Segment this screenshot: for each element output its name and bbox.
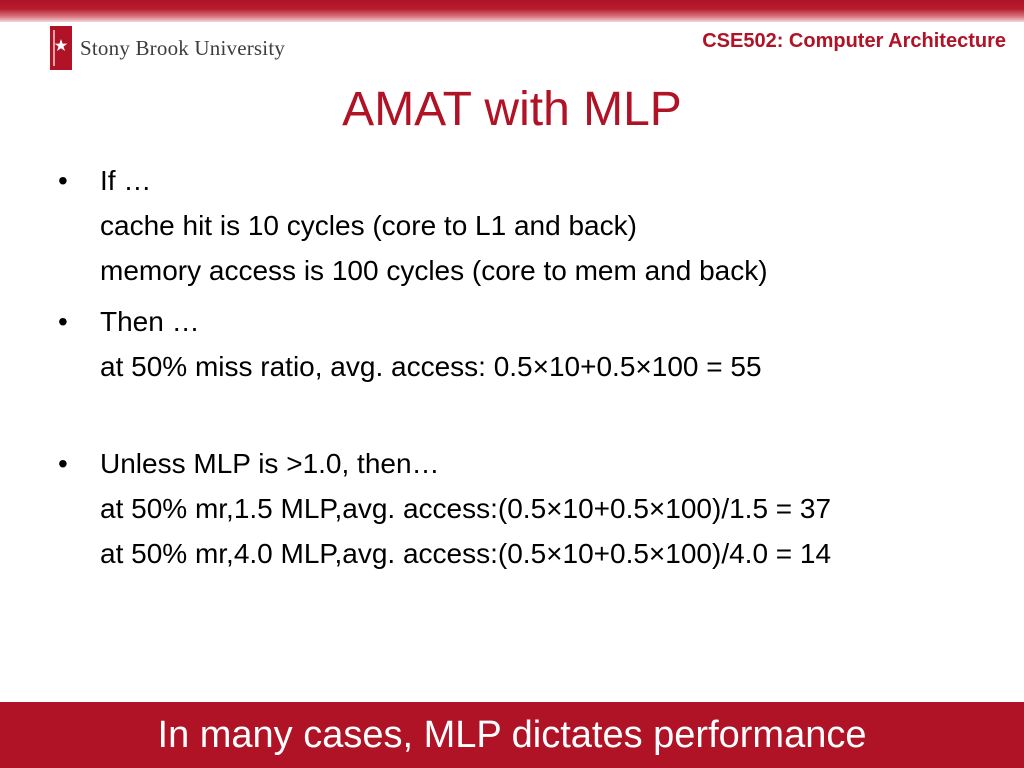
slide-title: AMAT with MLP bbox=[342, 83, 682, 136]
footer-text: In many cases, MLP dictates performance bbox=[157, 714, 867, 756]
bullet-line: Unless MLP is >1.0, then… bbox=[100, 448, 440, 479]
footer-bar bbox=[0, 702, 1024, 768]
logo-text: Stony Brook University bbox=[80, 36, 286, 60]
bullet-item: • Then … at 50% miss ratio, avg. access:… bbox=[58, 299, 988, 389]
spacer bbox=[58, 389, 988, 441]
bullet-lines: If … cache hit is 10 cycles (core to L1 … bbox=[100, 158, 988, 293]
bullet-item: • Unless MLP is >1.0, then… at 50% mr,1.… bbox=[58, 441, 988, 576]
slide-body: • If … cache hit is 10 cycles (core to L… bbox=[58, 158, 988, 576]
shield-icon bbox=[50, 26, 72, 70]
bullet-line: at 50% miss ratio, avg. access: 0.5×10+0… bbox=[100, 351, 762, 382]
bullet-line: Then … bbox=[100, 306, 200, 337]
bullet-line: at 50% mr,1.5 MLP,avg. access:(0.5×10+0.… bbox=[100, 493, 832, 524]
bullet-icon: • bbox=[58, 165, 68, 196]
bullet-line: If … bbox=[100, 165, 152, 196]
bullet-line: cache hit is 10 cycles (core to L1 and b… bbox=[100, 210, 637, 241]
top-decorative-band bbox=[0, 0, 1024, 22]
bullet-lines: Unless MLP is >1.0, then… at 50% mr,1.5 … bbox=[100, 441, 988, 576]
course-title: CSE502: Computer Architecture bbox=[702, 30, 1006, 52]
bullet-line: memory access is 100 cycles (core to mem… bbox=[100, 255, 768, 286]
bullet-item: • If … cache hit is 10 cycles (core to L… bbox=[58, 158, 988, 293]
bullet-lines: Then … at 50% miss ratio, avg. access: 0… bbox=[100, 299, 988, 389]
university-logo: Stony Brook University bbox=[50, 26, 285, 70]
bullet-line: at 50% mr,4.0 MLP,avg. access:(0.5×10+0.… bbox=[100, 538, 832, 569]
bullet-icon: • bbox=[58, 306, 68, 337]
bullet-icon: • bbox=[58, 448, 68, 479]
